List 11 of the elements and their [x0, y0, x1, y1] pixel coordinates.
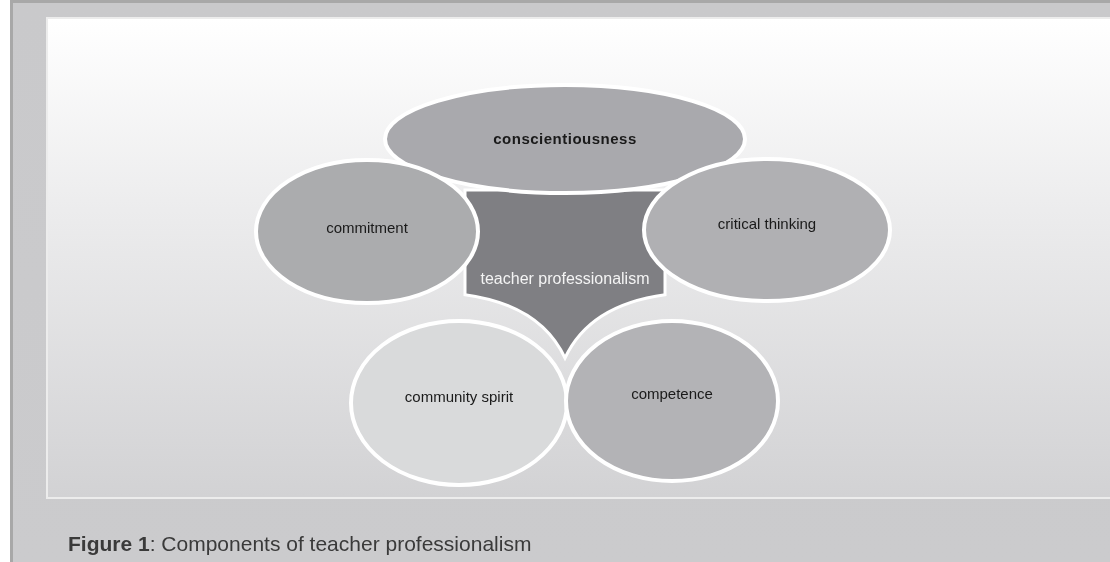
- node-label: conscientiousness: [493, 131, 637, 147]
- figure-caption: Figure 1: Components of teacher professionalism: [68, 532, 532, 556]
- component-circle: [564, 319, 780, 483]
- node-label: commitment: [326, 219, 408, 236]
- node-label: competence: [631, 386, 713, 402]
- component-circle: [349, 319, 569, 487]
- node-label: teacher professionalism: [480, 270, 650, 288]
- node-label: critical thinking: [717, 216, 817, 232]
- component-ellipse: [383, 83, 747, 195]
- node-label: community spirit: [404, 389, 514, 405]
- component-ellipse: [254, 158, 480, 305]
